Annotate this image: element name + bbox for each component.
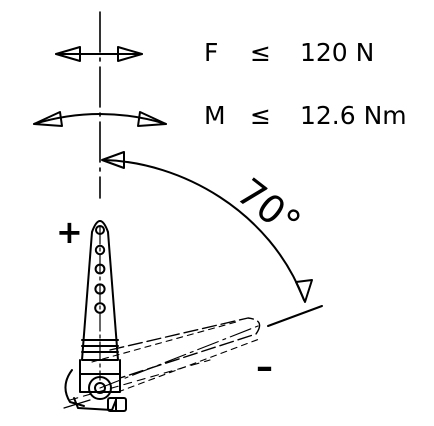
moment-symbol: M	[204, 101, 226, 130]
arm-hole-4	[94, 283, 106, 295]
moment-value: 12.6 Nm	[300, 101, 407, 130]
servo-arm-upright	[79, 220, 121, 393]
force-relation: ≤	[250, 38, 271, 67]
servo-hub	[63, 369, 127, 412]
force-symbol: F	[204, 38, 219, 67]
minus-sign: –	[256, 347, 273, 387]
force-arrow-icon	[55, 46, 143, 62]
arm-hole-1	[95, 225, 105, 235]
arm-hole-5	[94, 302, 106, 314]
plus-sign: +	[56, 213, 83, 251]
servo-arm-rotated	[69, 317, 263, 401]
arm-hole-2	[94, 244, 106, 256]
moment-relation: ≤	[250, 101, 271, 130]
angle-arc	[101, 151, 323, 327]
moment-arrow-icon	[33, 111, 167, 127]
arm-hole-3	[94, 263, 106, 275]
force-value: 120 N	[300, 38, 375, 67]
